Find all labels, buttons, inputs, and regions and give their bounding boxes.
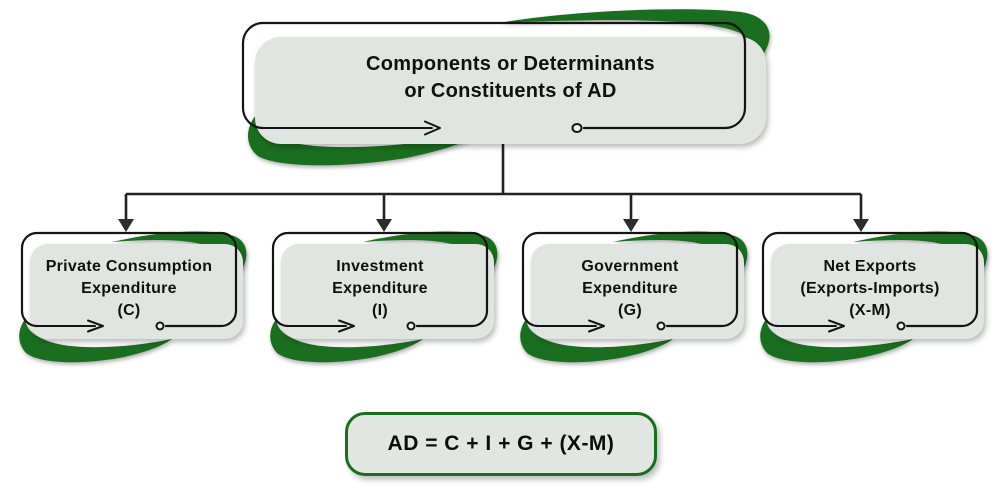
root-title: Components or Determinants or Constituen…	[255, 51, 766, 105]
child-label: Government Expenditure (G)	[521, 256, 739, 322]
child-label: Investment Expenditure (I)	[271, 256, 489, 322]
root-title-line-1: Components or Determinants	[366, 53, 655, 75]
node-ad-formula: AD = C + I + G + (X-M)	[345, 412, 657, 476]
label-line: Expenditure	[332, 280, 428, 297]
label-line: Expenditure	[582, 280, 678, 297]
root-title-line-2: or Constituents of AD	[404, 80, 617, 102]
child-label: Net Exports (Exports-Imports) (X-M)	[761, 256, 979, 322]
label-line: (I)	[371, 302, 388, 319]
node-net-exports: Net Exports (Exports-Imports) (X-M)	[755, 226, 995, 364]
node-investment: Investment Expenditure (I)	[265, 226, 505, 364]
child-label: Private Consumption Expenditure (C)	[20, 256, 238, 322]
label-line: (C)	[117, 302, 141, 319]
label-line: Private Consumption	[45, 258, 213, 275]
label-line: Government	[581, 258, 679, 275]
node-private-consumption: Private Consumption Expenditure (C)	[14, 226, 254, 364]
label-line: (X-M)	[849, 302, 891, 319]
label-line: (G)	[617, 302, 642, 319]
label-line: Net Exports	[823, 258, 917, 275]
node-government: Government Expenditure (G)	[515, 226, 755, 364]
label-line: Investment	[336, 258, 424, 275]
ad-formula-text: AD = C + I + G + (X-M)	[387, 432, 615, 455]
node-root-ad-components: Components or Determinants or Constituen…	[236, 5, 775, 170]
label-line: (Exports-Imports)	[800, 280, 940, 297]
label-line: Expenditure	[81, 280, 177, 297]
